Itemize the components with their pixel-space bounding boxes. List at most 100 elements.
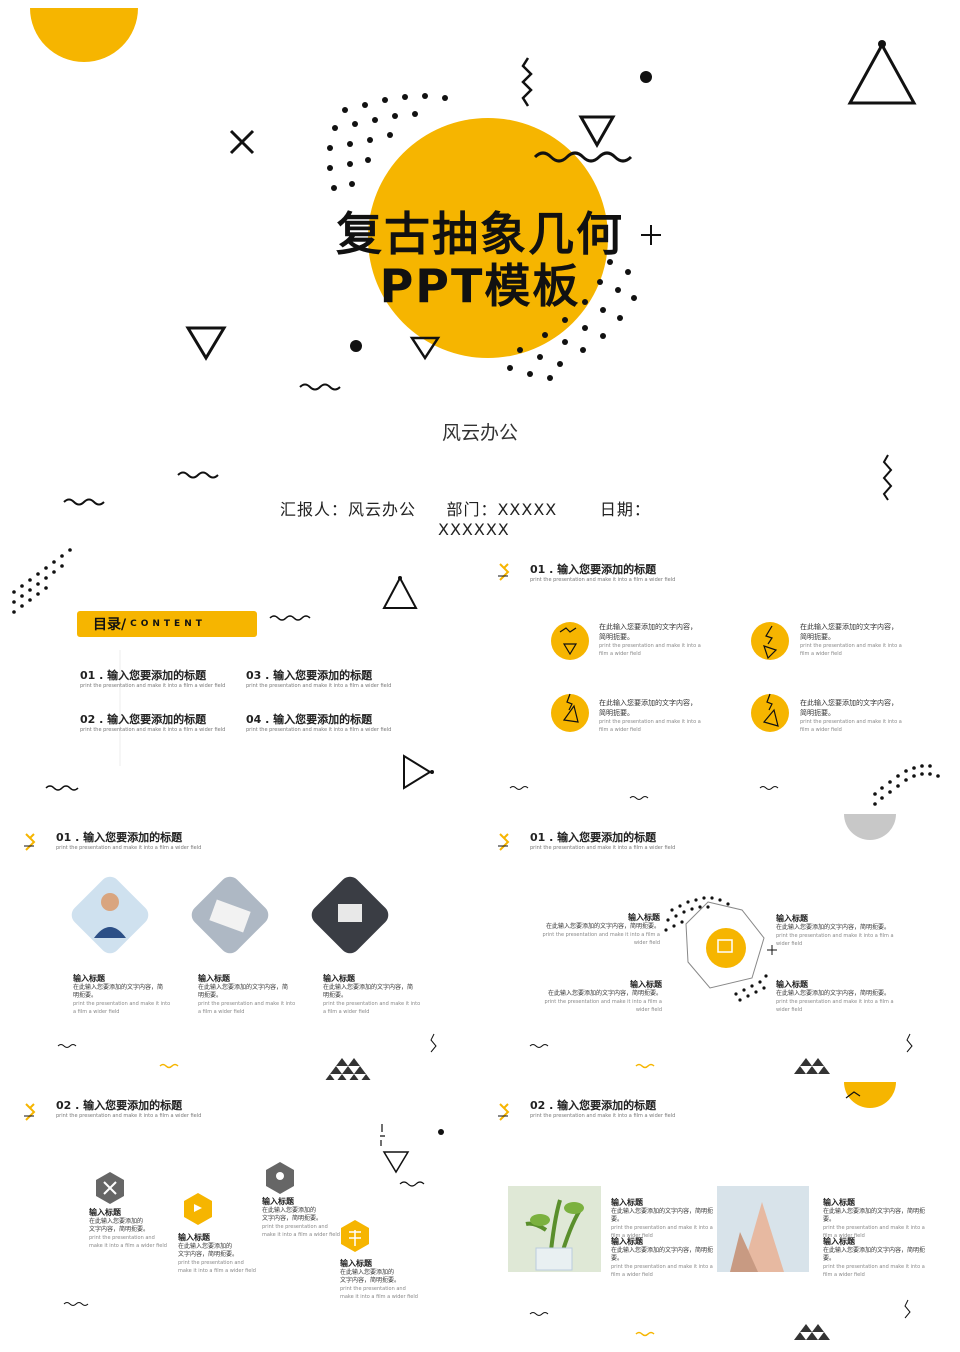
slide3-card-2: 输入标题 在此输入您要添加的文字内容，简 明扼要。 print the pres… [198,973,298,1016]
toc-item-4[interactable]: 04 . 输入您要添加的标题 print the presentation an… [246,711,416,733]
toc-item-title: 02 . 输入您要添加的标题 [80,713,207,726]
item-text: 在此输入您要添加的文字内容，简明扼要。 [776,990,891,997]
item-head: 输入标题 [823,1237,855,1246]
card-text: 明扼要。 [323,992,348,999]
item-sub: print the presentation and [340,1286,406,1292]
toc-item-sub: print the presentation and make it into … [246,683,392,689]
x-mark [229,129,255,155]
slide6-item-4: 输入标题 在此输入您要添加的文字内容，简明扼要。 print the prese… [823,1236,935,1279]
item-head: 输入标题 [776,980,808,989]
item-head: 输入标题 [340,1259,372,1268]
item-sub: make it into a film a wider field [262,1232,340,1238]
card-head: 输入标题 [198,974,230,983]
block-sub: film a wider field [800,727,842,733]
card-sub: print the presentation and make it into [198,1001,296,1007]
toc-item-sub: print the presentation and make it into … [80,683,226,689]
item-text: 在此输入您要添加的文字内容，简明扼要。 [545,923,660,930]
item-text: 在此输入您要添加的 [340,1269,395,1276]
item-text: 在此输入您要添加的 [89,1218,144,1225]
slide3-title: 01 . 输入您要添加的标题 [56,831,183,844]
card-head: 输入标题 [73,974,105,983]
slide6-decor [498,1082,911,1340]
slide5-item-2: 输入标题 在此输入您要添加的 文字内容，简明扼要。 print the pres… [178,1232,258,1275]
item-text: 在此输入您要添加的文字内容，简明扼要。 [611,1208,714,1223]
toc-item-3[interactable]: 03 . 输入您要添加的标题 print the presentation an… [246,667,416,689]
top-left-semicircle [30,8,138,62]
block-sub: film a wider field [599,727,641,733]
item-sub: print the presentation and make it into … [823,1225,925,1239]
slide5-sub: print the presentation and make it into … [56,1113,202,1119]
item-text: 在此输入您要添加的 [178,1243,233,1250]
dot-black [640,71,652,83]
slide3-decor [24,833,437,1080]
plus-mark [641,225,661,245]
slide4-item-3: 输入标题 在此输入您要添加的文字内容，简明扼要。 print the prese… [536,979,662,1014]
item-sub: print the presentation and [178,1260,244,1266]
toc-label: 目录/ [93,617,127,633]
slide4-header: 01 . 输入您要添加的标题 print the presentation an… [530,829,675,851]
slide6-item-3: 输入标题 在此输入您要添加的文字内容，简明扼要。 print the prese… [823,1197,935,1240]
toc-item-1[interactable]: 01 . 输入您要添加的标题 print the presentation an… [80,667,250,689]
item-sub: make it into a film a wider field [340,1294,418,1300]
block-sub: film a wider field [599,651,641,657]
card-text: 在此输入您要添加的文字内容，简 [323,984,414,991]
block-text: 简明扼要。 [599,709,634,717]
card-text: 明扼要。 [198,992,223,999]
item-text: 在此输入您要添加的文字内容，简明扼要。 [611,1247,714,1262]
item-sub: make it into a film a wider field [89,1243,167,1249]
slide6-title: 02 . 输入您要添加的标题 [530,1099,657,1112]
meta-date-label: 日期： [599,500,651,519]
item-head: 输入标题 [178,1233,210,1242]
item-text: 在此输入您要添加的文字内容，简明扼要。 [823,1247,926,1262]
toc-decor [12,548,434,791]
slide2-decor [498,563,940,806]
item-sub: print the presentation and make it into … [544,999,662,1013]
block-text: 简明扼要。 [800,709,835,717]
item-text: 在此输入您要添加的文字内容，简明扼要。 [776,924,891,931]
item-head: 输入标题 [611,1198,643,1207]
item-head: 输入标题 [262,1197,294,1206]
slide4-title: 01 . 输入您要添加的标题 [530,831,657,844]
cover-decor [30,8,917,506]
cover-author: 风云办公 [441,422,518,444]
toc-badge: 目录/ CONTENT [77,611,257,637]
dot-pattern-bottom [507,259,637,381]
item-text: 文字内容，简明扼要。 [178,1251,239,1258]
slide5-header: 02 . 输入您要添加的标题 print the presentation an… [56,1097,201,1119]
triangle-inverted-center [409,336,441,361]
card-sub: a film a wider field [198,1009,245,1015]
slide6-sub: print the presentation and make it into … [530,1113,676,1119]
toc-label-en: CONTENT [130,619,206,629]
block-text: 在此输入您要添加的文字内容， [800,623,898,631]
toc-item-2[interactable]: 02 . 输入您要添加的标题 print the presentation an… [80,711,250,733]
slide3-sub: print the presentation and make it into … [56,845,202,851]
meta-dept: 部门：XXXXX [446,500,558,519]
item-text: 文字内容，简明扼要。 [89,1226,150,1233]
slide6-item-1: 输入标题 在此输入您要添加的文字内容，简明扼要。 print the prese… [611,1197,723,1240]
block-sub: film a wider field [800,651,842,657]
slide3-card-1: 输入标题 在此输入您要添加的文字内容，简 明扼要。 print the pres… [73,973,173,1016]
wave-small [299,383,341,391]
zigzag-right [882,454,893,501]
item-sub: print the presentation and make it into … [823,1264,925,1278]
item-head: 输入标题 [611,1237,643,1246]
block-text: 在此输入您要添加的文字内容， [800,699,898,707]
item-sub: print the presentation and make it into … [776,933,894,947]
slide4-item-2: 输入标题 在此输入您要添加的文字内容，简明扼要。 print the prese… [776,913,906,948]
slide3-card-3: 输入标题 在此输入您要添加的文字内容，简 明扼要。 print the pres… [323,973,423,1016]
item-text: 文字内容，简明扼要。 [340,1277,401,1284]
slide2-block-4: 在此输入您要添加的文字内容， 简明扼要。 print the presentat… [800,698,920,734]
item-sub: print the presentation and make it into … [776,999,894,1013]
slide4-decor [498,814,913,1074]
item-head: 输入标题 [628,913,660,922]
toc-item-title: 04 . 输入您要添加的标题 [246,713,373,726]
toc-item-title: 01 . 输入您要添加的标题 [80,669,207,682]
slide4-sub: print the presentation and make it into … [530,845,676,851]
item-sub: make it into a film a wider field [178,1268,256,1274]
item-head: 输入标题 [89,1208,121,1217]
cover-meta: 汇报人：风云办公 部门：XXXXX 日期： XXXXXX [280,500,680,540]
slide4-item-4: 输入标题 在此输入您要添加的文字内容，简明扼要。 print the prese… [776,979,906,1014]
zigzag-vertical [521,57,533,107]
card-sub: print the presentation and make it into [73,1001,171,1007]
slide2-block-3: 在此输入您要添加的文字内容， 简明扼要。 print the presentat… [599,698,719,734]
